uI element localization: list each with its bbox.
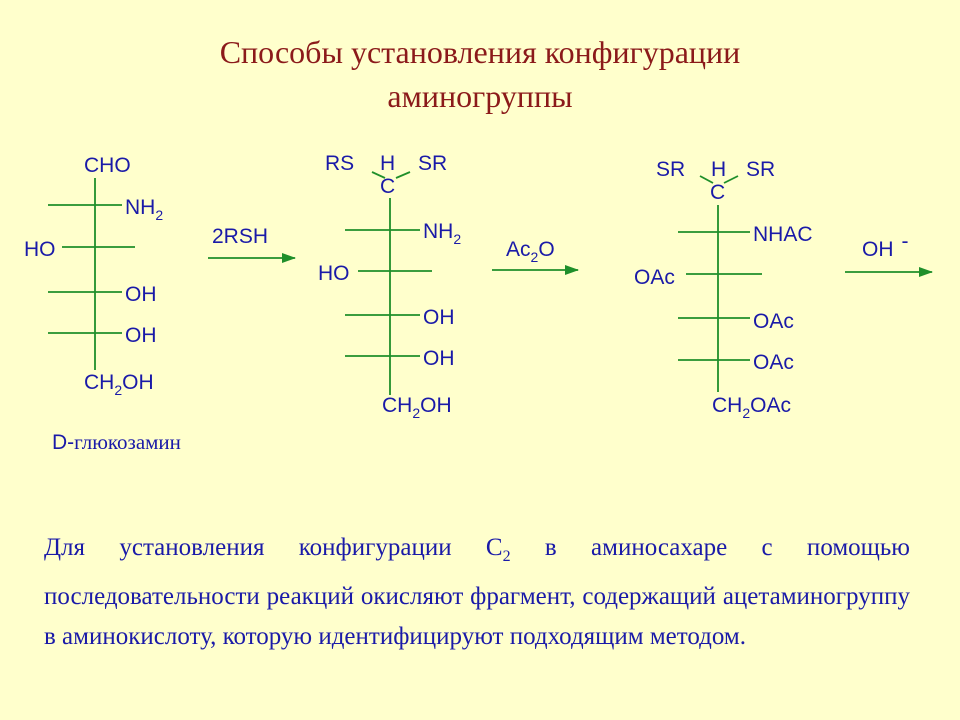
label-ch2oh: CH2OH bbox=[84, 371, 154, 398]
title-line-1: Способы установления конфигурации bbox=[219, 34, 741, 70]
structure-dithioacetal: RS H SR C NH2 HO OH OH CH2OH bbox=[318, 152, 461, 421]
arrow-1-label: 2RSH bbox=[212, 225, 268, 248]
label-oh-2: OH bbox=[423, 347, 455, 370]
arrow-3-label: OH- bbox=[862, 230, 909, 261]
structure-glucosamine: CHO NH2 HO OH OH CH2OH bbox=[24, 154, 163, 398]
label-oh-1: OH bbox=[125, 283, 157, 306]
arrow-3: OH- bbox=[845, 230, 933, 277]
label-nh2: NH2 bbox=[125, 196, 163, 223]
sr-bond bbox=[395, 171, 411, 179]
rs-bond bbox=[371, 171, 386, 179]
label-ch2oh: CH2OH bbox=[382, 394, 452, 421]
label-oac-1: OAc bbox=[753, 310, 794, 333]
sr-right-bond bbox=[723, 175, 739, 184]
label-h: H bbox=[711, 158, 726, 181]
label-sr-left: SR bbox=[656, 158, 685, 181]
label-c: C bbox=[710, 181, 725, 204]
label-c: C bbox=[380, 175, 395, 198]
label-oh-1: OH bbox=[423, 306, 455, 329]
label-nh2: NH2 bbox=[423, 220, 461, 247]
label-oac-2: OAc bbox=[753, 351, 794, 374]
arrow-2: Ac2O bbox=[492, 238, 579, 275]
label-ch2oac: CH2OAc bbox=[712, 394, 791, 421]
label-h: H bbox=[380, 152, 395, 175]
slide-title: Способы установления конфигурации аминог… bbox=[0, 30, 960, 118]
label-oac-left: OAc bbox=[634, 266, 675, 289]
compound-name: D-глюкозамин bbox=[52, 430, 181, 455]
label-oh-2: OH bbox=[125, 324, 157, 347]
arrow-2-label: Ac2O bbox=[506, 238, 555, 265]
label-rs: RS bbox=[325, 152, 354, 175]
label-ho: HO bbox=[24, 238, 56, 261]
arrow-1: 2RSH bbox=[208, 225, 296, 263]
paragraph-subscript: 2 bbox=[502, 548, 511, 565]
label-sr: SR bbox=[418, 152, 447, 175]
description-paragraph: Для установления конфигурации C2 в амино… bbox=[44, 528, 910, 657]
paragraph-text-1: Для установления конфигурации C bbox=[44, 534, 503, 561]
structure-acetylated: SR H SR C NHAC OAc OAc OAc CH2OAc bbox=[634, 158, 813, 421]
sr-left-bond bbox=[699, 175, 714, 184]
label-ho: HO bbox=[318, 262, 350, 285]
label-cho: CHO bbox=[84, 154, 131, 177]
paragraph-text-2: в аминосахаре с помощью последовательнос… bbox=[44, 534, 910, 650]
label-sr-right: SR bbox=[746, 158, 775, 181]
compound-name-prefix: D- bbox=[52, 431, 75, 454]
compound-name-word: глюкозамин bbox=[74, 430, 181, 454]
label-nhac: NHAC bbox=[753, 223, 813, 246]
title-line-2: аминогруппы bbox=[387, 78, 573, 114]
